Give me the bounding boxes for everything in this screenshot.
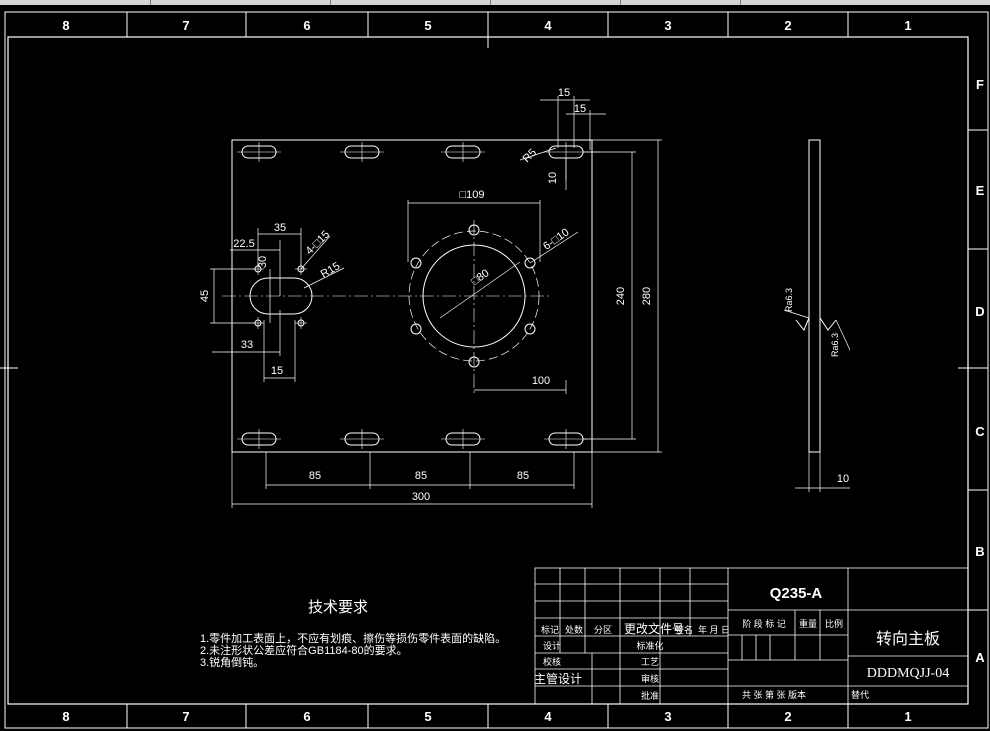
svg-text:22.5: 22.5 (233, 238, 254, 250)
zone-number-top: 7 (182, 18, 189, 33)
svg-text:标准化: 标准化 (636, 640, 663, 651)
svg-text:分区: 分区 (594, 625, 612, 635)
plate-side-view[interactable] (783, 139, 851, 492)
zone-letter: C (975, 424, 985, 439)
svg-text:10: 10 (547, 172, 559, 184)
svg-text:30: 30 (257, 256, 269, 268)
dimension-texts: 15 15 R5 10 □109 35 22.5 30 4-□15 R15 6-… (199, 87, 653, 503)
svg-text:4-□15: 4-□15 (303, 228, 332, 257)
tech-req-item: 3.锐角倒钝。 (200, 655, 264, 669)
svg-text:审核: 审核 (641, 673, 659, 684)
svg-text:Ra6.3: Ra6.3 (784, 288, 794, 312)
svg-text:校核: 校核 (543, 656, 561, 667)
zone-letter: A (975, 650, 985, 665)
svg-text:33: 33 (241, 339, 253, 351)
svg-text:替代: 替代 (851, 689, 869, 700)
svg-text:设计: 设计 (543, 640, 561, 651)
tech-req-title: 技术要求 (308, 599, 368, 616)
plate-front-view[interactable] (222, 139, 600, 453)
toolbar-tab[interactable] (0, 0, 151, 5)
svg-text:主管设计: 主管设计 (534, 671, 582, 686)
svg-text:240: 240 (615, 287, 627, 305)
svg-text:比例: 比例 (825, 618, 843, 629)
svg-text:15: 15 (271, 365, 283, 377)
svg-text:45: 45 (199, 290, 211, 302)
svg-text:85: 85 (517, 470, 529, 482)
zone-number-top: 1 (904, 18, 911, 33)
svg-text:85: 85 (309, 470, 321, 482)
dimension-lines (210, 96, 662, 508)
svg-text:35: 35 (274, 222, 286, 234)
svg-text:工艺: 工艺 (641, 657, 659, 667)
svg-text:处数: 处数 (565, 624, 583, 635)
tech-req-item: 1.零件加工表面上，不应有划痕、擦伤等损伤零件表面的缺陷。 (200, 631, 506, 645)
zone-number-top: 6 (303, 18, 310, 33)
svg-text:300: 300 (412, 491, 430, 503)
zone-number-bottom: 4 (544, 709, 552, 724)
zone-number-top: 8 (62, 18, 69, 33)
toolbar-tab[interactable] (330, 0, 491, 5)
svg-text:15: 15 (558, 87, 570, 99)
zone-number-bottom: 8 (62, 709, 69, 724)
drawing-number: DDDMQJJ-04 (867, 666, 949, 681)
zone-number-bottom: 6 (303, 709, 310, 724)
svg-text:□109: □109 (460, 189, 485, 201)
svg-text:85: 85 (415, 470, 427, 482)
zone-letter: F (976, 77, 984, 92)
zone-letter: B (975, 544, 984, 559)
toolbar-tab[interactable] (620, 0, 741, 5)
zone-number-bottom: 7 (182, 709, 189, 724)
svg-text:重量: 重量 (799, 618, 817, 629)
svg-text:共 张 第 张 版本: 共 张 第 张 版本 (742, 689, 806, 700)
svg-text:标记: 标记 (541, 624, 559, 635)
title-block[interactable] (534, 567, 969, 705)
svg-text:Ra6.3: Ra6.3 (830, 333, 840, 357)
zone-labels: 8 7 6 5 4 3 2 1 8 7 6 5 4 3 2 1 F E D C … (62, 18, 985, 724)
zone-letter: E (976, 183, 985, 198)
zone-number-top: 2 (784, 18, 791, 33)
svg-text:□80: □80 (469, 267, 491, 288)
toolbar-tab[interactable] (150, 0, 331, 5)
svg-text:年 月 日: 年 月 日 (698, 624, 730, 635)
material-label: Q235-A (770, 585, 823, 602)
tech-req-item: 2.未注形状公差应符合GB1184-80的要求。 (200, 643, 408, 657)
zone-number-top: 3 (664, 18, 671, 33)
svg-text:R5: R5 (521, 147, 539, 165)
zone-letter: D (975, 304, 984, 319)
svg-text:更改文件号: 更改文件号 (624, 621, 684, 636)
zone-number-bottom: 1 (904, 709, 911, 724)
svg-text:阶 段 标 记: 阶 段 标 记 (742, 618, 786, 629)
zone-number-top: 4 (544, 18, 552, 33)
zone-number-bottom: 2 (784, 709, 791, 724)
svg-text:签名: 签名 (675, 624, 693, 635)
svg-text:R15: R15 (319, 260, 342, 280)
drawing-frame (0, 11, 989, 729)
part-name: 转向主板 (876, 630, 940, 648)
svg-text:15: 15 (574, 103, 586, 115)
side-view-texts: Ra6.3 Ra6.3 10 (784, 288, 849, 485)
svg-text:批准: 批准 (641, 690, 659, 701)
svg-text:10: 10 (837, 473, 849, 485)
svg-text:100: 100 (532, 375, 550, 387)
cad-toolbar-strip (0, 0, 990, 5)
svg-text:280: 280 (641, 287, 653, 305)
toolbar-tab[interactable] (490, 0, 621, 5)
zone-number-bottom: 3 (664, 709, 671, 724)
zone-number-bottom: 5 (424, 709, 431, 724)
title-block-texts: Q235-A 转向主板 DDDMQJJ-04 标记 处数 分区 更改文件号 签名… (534, 585, 949, 701)
technical-requirements: 技术要求 1.零件加工表面上，不应有划痕、擦伤等损伤零件表面的缺陷。 2.未注形… (200, 599, 506, 669)
zone-number-top: 5 (424, 18, 431, 33)
